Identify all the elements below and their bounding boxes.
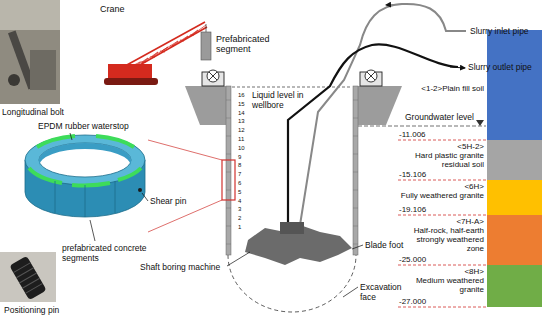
pipe-label: Slurry inlet pipe [470, 26, 529, 36]
stratum-label: <1-2>Plain fill soil [399, 84, 484, 93]
part-label: Blade foot [365, 240, 403, 250]
depth-value: -15.106 [399, 170, 426, 179]
ring-number: 8 [238, 162, 241, 169]
stratum-code: <8H> [399, 267, 484, 276]
part-label: Crane [100, 4, 125, 14]
depth-value: -11.006 [399, 130, 426, 139]
ring-number: 10 [238, 145, 245, 152]
ground-slab [185, 86, 402, 125]
leader-line [227, 245, 363, 297]
boring-machine [245, 222, 352, 265]
part-label: Longitudinal bolt [2, 107, 64, 117]
ring-number: 6 [238, 180, 241, 187]
stratum-label: Half-rock, half-earth strongly weathered… [399, 226, 484, 253]
pipe-label: Slurry outlet pipe [468, 62, 532, 72]
ring-number: 5 [238, 189, 241, 196]
segment-ring [25, 133, 148, 241]
part-label: Excavation face [360, 282, 404, 302]
depth-value: -27.000 [399, 297, 426, 306]
level-label: Groundwater level [405, 112, 474, 122]
stratum-label: Hard plastic granite residual soil [399, 151, 484, 169]
shaft-wall [222, 86, 358, 255]
ring-number: 9 [238, 154, 241, 161]
ring-number: 1 [238, 224, 241, 231]
ring-number: 3 [238, 206, 241, 213]
detail-lines [148, 140, 222, 232]
part-label: EPDM rubber waterstop [38, 121, 129, 131]
ring-number: 16 [238, 92, 245, 99]
winch [202, 70, 382, 86]
liquid-level-line [232, 87, 352, 88]
level-label: Liquid level in wellbore [252, 90, 314, 110]
part-label: Shear pin [150, 196, 186, 206]
stratum-label: Fully weathered granite [399, 191, 484, 200]
ring-number: 7 [238, 171, 241, 178]
crane [104, 22, 211, 85]
ring-number: 12 [238, 127, 245, 134]
stratum-code: <5H-2> [399, 142, 484, 151]
part-label: prefabricated concrete segments [62, 243, 154, 263]
depth-value: -25.000 [399, 255, 426, 264]
ring-number: 11 [238, 136, 244, 143]
ring-number: 2 [238, 215, 241, 222]
ring-number: 4 [238, 198, 241, 205]
depth-line [398, 140, 487, 307]
pin-photo [0, 252, 56, 302]
ring-number: 14 [238, 110, 245, 117]
excavation-face [228, 255, 356, 312]
ring-number: 15 [238, 101, 245, 108]
bolt-photo [0, 0, 60, 104]
part-label: Shaft boring machine [140, 262, 220, 272]
part-label: Prefabricated segment [216, 34, 278, 54]
stratum-code: <6H> [399, 182, 484, 191]
ring-number: 13 [238, 118, 245, 125]
stratum-label: Medium weathered granite [399, 276, 484, 294]
stratum-code: <7H-A> [399, 217, 484, 226]
depth-value: -19.106 [399, 205, 426, 214]
part-label: Positioning pin [4, 305, 59, 315]
